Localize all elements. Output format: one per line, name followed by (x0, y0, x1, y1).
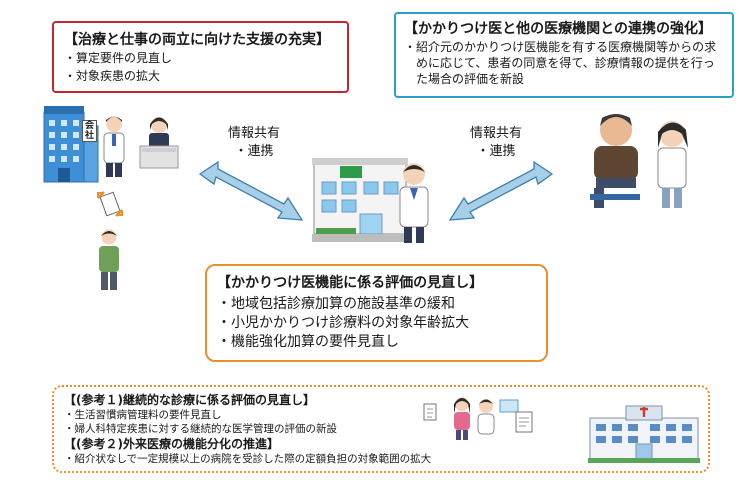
worker-icon (99, 229, 119, 290)
main-review-box: 【かかりつけ医機能に係る評価の見直し】 地域包括診療加算の施設基準の緩和 小児か… (205, 264, 548, 362)
list-item: 生活習慣病管理料の要件見直し (64, 408, 698, 422)
work-support-box: 【治療と仕事の両立に向けた支援の充実】 算定要件の見直し 対象疾患の拡大 (52, 21, 349, 93)
list-item: 算定要件の見直し (64, 49, 337, 67)
outpatient-consultation-icon (423, 397, 533, 440)
info-share-right-label: 情報共有 ・連携 (469, 126, 522, 159)
hospital-building-icon (588, 405, 700, 463)
company-building-icon (43, 106, 99, 183)
reference-list-1: 生活習慣病管理料の要件見直し 婦人科特定疾患に対する継続的な医学管理の評価の新設 (64, 408, 698, 436)
liaison-title: 【かかりつけ医と他の医療機関との連携の強化】 (404, 21, 712, 37)
info-share-left-label: 情報共有 ・連携 (227, 126, 280, 159)
company-sign: 会社 (82, 120, 97, 142)
reference-list-2: 紹介状なしで一定規模以上の病院を受診した際の定額負担の対象範囲の拡大 (64, 452, 698, 466)
reference-title-2: 【(参考２)外来医療の機能分化の推進】 (64, 437, 279, 451)
liaison-box: 【かかりつけ医と他の医療機関との連携の強化】 ・紹介元のかかりつけ医機能を有する… (394, 12, 734, 98)
document-exchange-icon (97, 191, 123, 217)
list-item: 対象疾患の拡大 (64, 67, 337, 85)
hr-staff-at-desk-icon (139, 117, 179, 169)
main-review-title: 【かかりつけ医機能に係る評価の見直し】 (217, 275, 484, 291)
list-item: 地域包括診療加算の施設基準の緩和 (217, 295, 536, 314)
clinic-building-icon (312, 158, 412, 242)
list-item: 婦人科特定疾患に対する継続的な医学管理の評価の新設 (64, 422, 698, 436)
double-arrow-left-icon (198, 160, 304, 221)
family-doctor-icon (399, 163, 429, 243)
double-arrow-right-icon (448, 160, 554, 221)
main-review-list: 地域包括診療加算の施設基準の緩和 小児かかりつけ診療料の対象年齢拡大 機能強化加… (217, 295, 536, 352)
work-support-title: 【治療と仕事の両立に向けた支援の充実】 (64, 32, 330, 48)
liaison-text: ・紹介元のかかりつけ医機能を有する医療機関等からの求めに応じて、患者の同意を得て… (404, 40, 717, 86)
list-item: 機能強化加算の要件見直し (217, 333, 536, 352)
list-item: 紹介状なしで一定規模以上の病院を受診した際の定額負担の対象範囲の拡大 (64, 452, 698, 466)
reference-title-1: 【(参考１)継続的な診療に係る評価の見直し】 (64, 393, 315, 407)
list-item: 小児かかりつけ診療料の対象年齢拡大 (217, 314, 536, 333)
work-support-list: 算定要件の見直し 対象疾患の拡大 (64, 49, 337, 85)
patient-consultation-icon (590, 114, 688, 208)
occupational-doctor-icon (103, 116, 125, 177)
